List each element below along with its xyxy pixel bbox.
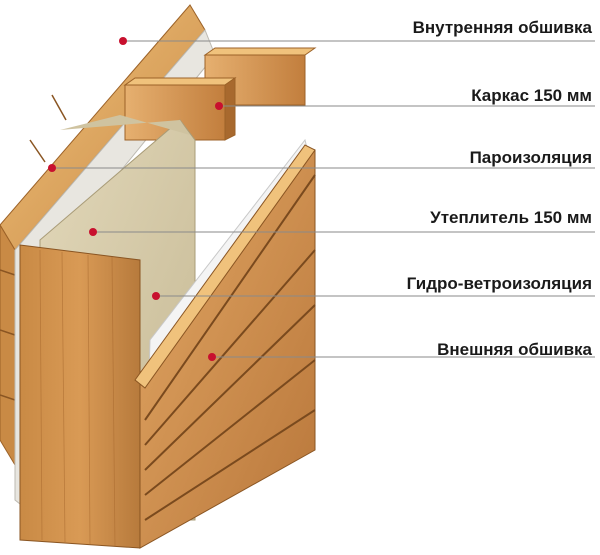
marker-0 bbox=[119, 37, 127, 45]
frame-layer bbox=[123, 47, 317, 141]
label-vapor-barrier: Пароизоляция bbox=[469, 148, 592, 167]
marker-2 bbox=[48, 164, 56, 172]
front-cut-face bbox=[19, 244, 141, 549]
outer-sheathing-layer bbox=[134, 144, 316, 549]
marker-4 bbox=[152, 292, 160, 300]
marker-1 bbox=[215, 102, 223, 110]
label-inner-sheathing: Внутренняя обшивка bbox=[412, 18, 592, 37]
inner-sheathing-layer bbox=[0, 4, 206, 467]
label-wind-barrier: Гидро-ветроизоляция bbox=[406, 274, 592, 293]
leader-lines bbox=[52, 40, 595, 358]
label-outer-sheathing: Внешняя обшивка bbox=[437, 340, 592, 359]
marker-5 bbox=[208, 353, 216, 361]
marker-3 bbox=[89, 228, 97, 236]
label-insulation: Утеплитель 150 мм bbox=[430, 208, 592, 227]
label-frame: Каркас 150 мм bbox=[471, 86, 592, 105]
markers bbox=[48, 37, 223, 361]
